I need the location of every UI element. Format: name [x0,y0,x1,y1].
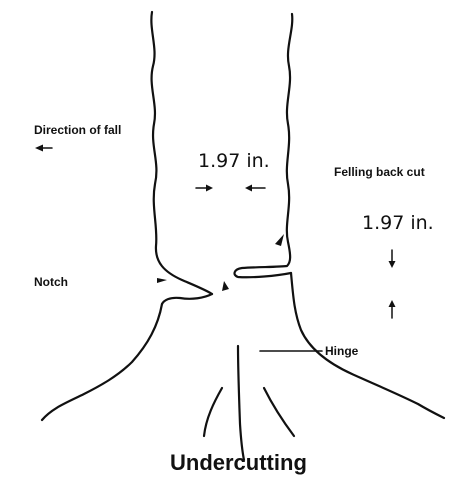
notch-width-arrow-right-head [245,185,252,192]
notch-lower-face [162,294,212,304]
notch-marker [157,278,167,283]
trunk-right-edge [235,14,293,277]
inner-root-left [204,388,222,436]
dimension-back-cut-height: 1.97 in. [362,214,434,233]
back-cut-arrow-up-head [389,300,396,307]
dimension-notch-width: 1.97 in. [198,152,270,171]
label-felling-back-cut: Felling back cut [334,166,425,178]
direction-arrow-head [35,145,43,152]
label-notch: Notch [34,276,68,288]
notch-width-arrow-left-head [206,185,213,192]
notch-tip-marker [222,281,229,291]
root-right [291,273,444,418]
root-left [42,304,162,420]
hinge-stem [238,346,244,460]
diagram-title: Undercutting [170,452,307,474]
label-hinge: Hinge [325,345,358,357]
label-direction-of-fall: Direction of fall [34,124,121,136]
back-cut-marker [275,234,284,246]
back-cut-arrow-down-head [389,261,396,268]
inner-root-right [264,388,294,436]
